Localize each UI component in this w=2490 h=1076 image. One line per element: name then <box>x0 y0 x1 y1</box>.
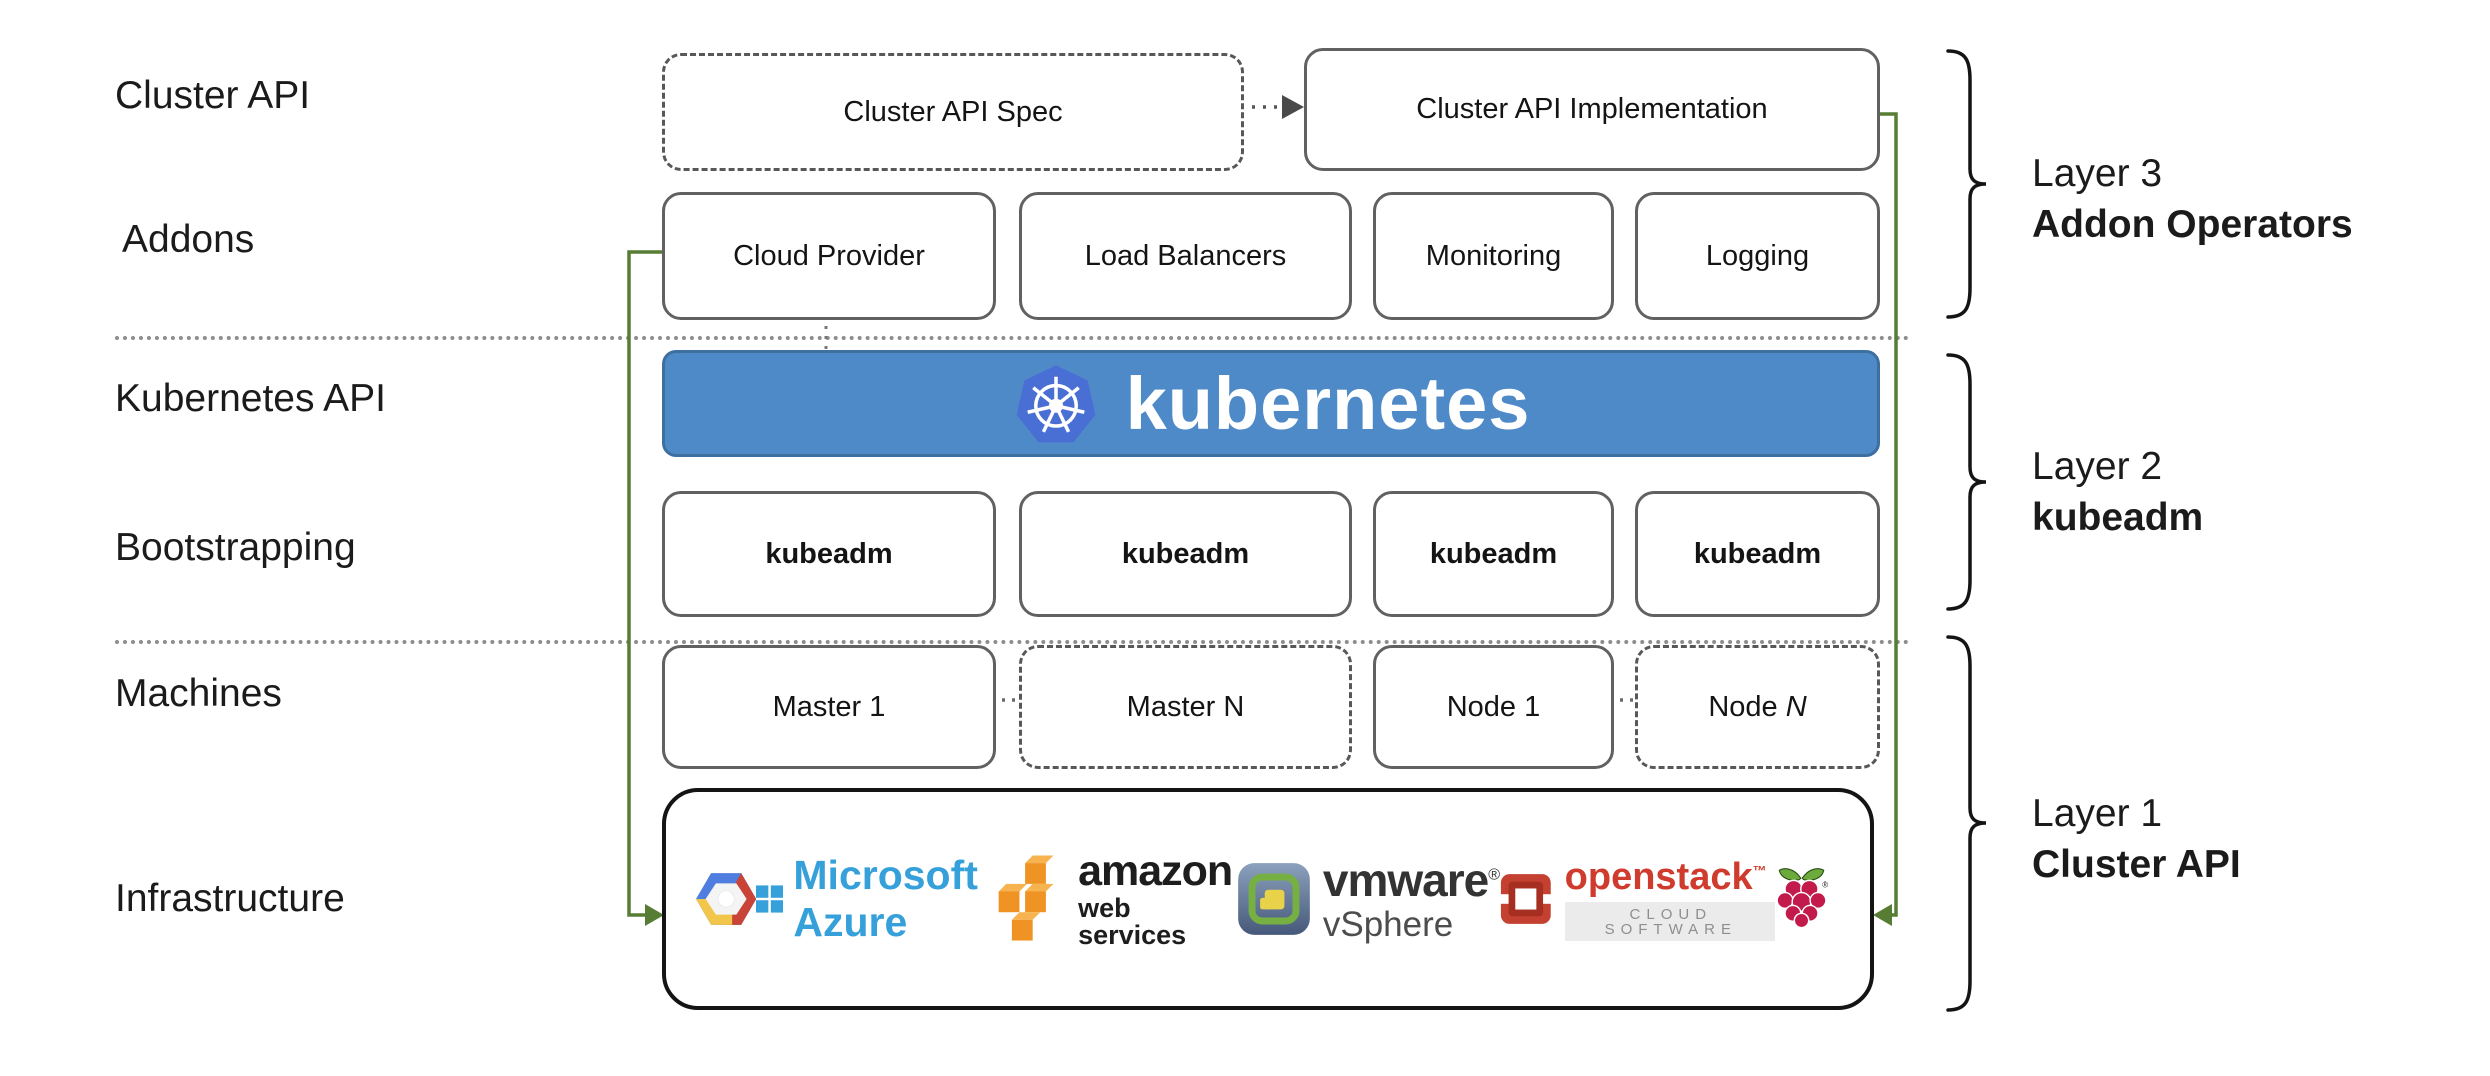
layer2-title: Layer 2 <box>2032 445 2163 488</box>
vmware-vsphere-icon <box>1238 863 1310 935</box>
raspberry-reg-mark: ® <box>1822 881 1828 890</box>
machine-box-master-1: Master 1 <box>662 645 996 769</box>
cluster-api-spec-box: Cluster API Spec <box>662 53 1244 171</box>
separator-bottom <box>115 640 1910 644</box>
kubernetes-banner: kubernetes <box>662 350 1880 457</box>
addon-box-cloud-provider: Cloud Provider <box>662 192 996 320</box>
addon-box-monitoring: Monitoring <box>1373 192 1614 320</box>
machine-box-master-n: Master N <box>1019 645 1352 769</box>
cluster-api-implementation-box: Cluster API Implementation <box>1304 48 1880 171</box>
vmware-logo: vmware® vSphere <box>1237 853 1500 944</box>
openstack-word: openstack <box>1564 855 1753 898</box>
raspberry-pi-icon: ® <box>1776 868 1828 929</box>
openstack-icon <box>1499 874 1553 924</box>
google-cloud-icon <box>696 873 757 925</box>
microsoft-windows-icon <box>756 885 784 913</box>
aws-cubes-icon <box>998 855 1054 941</box>
machine-box-node-1: Node 1 <box>1373 645 1614 769</box>
node-n-prefix: Node <box>1708 690 1786 723</box>
layer3-label: Layer 3 Addon Operators <box>2032 148 2353 251</box>
separator-top <box>115 336 1910 340</box>
microsoft-azure-logo: Microsoft Azure <box>756 852 993 946</box>
aws-logo: amazon web services <box>993 847 1237 951</box>
layer1-brace <box>1946 635 1987 1012</box>
aws-subtitle: web services <box>1078 892 1187 950</box>
kubeadm-box-1: kubeadm <box>662 491 996 617</box>
addon-box-logging: Logging <box>1635 192 1880 320</box>
openstack-tm-mark: ™ <box>1752 861 1767 878</box>
layer2-brace <box>1946 353 1987 611</box>
layer3-title: Layer 3 <box>2032 152 2163 195</box>
layer2-label: Layer 2 kubeadm <box>2032 441 2203 544</box>
openstack-logo: openstack™ CLOUD SOFTWARE <box>1499 858 1775 941</box>
vmware-name: vmware® <box>1322 853 1500 906</box>
infrastructure-box: Microsoft Azure amazon web services <box>662 788 1874 1010</box>
layer1-label: Layer 1 Cluster API <box>2032 788 2241 891</box>
openstack-subtitle: CLOUD SOFTWARE <box>1564 901 1775 941</box>
azure-label: Microsoft Azure <box>793 852 978 945</box>
vmware-subtitle: vSphere <box>1322 904 1454 944</box>
node-n-italic: N <box>1785 690 1807 723</box>
layer3-brace <box>1946 49 1987 319</box>
kubeadm-box-2: kubeadm <box>1019 491 1352 617</box>
kubeadm-box-4: kubeadm <box>1635 491 1880 617</box>
cloud-provider-to-infra-connector <box>627 250 662 917</box>
row-label-kubernetes-api: Kubernetes API <box>115 377 387 420</box>
aws-name: amazon <box>1078 846 1233 895</box>
openstack-name: openstack™ <box>1565 858 1775 896</box>
row-label-cluster-api: Cluster API <box>115 74 311 117</box>
vmware-reg-mark: ® <box>1488 866 1500 884</box>
kubeadm-box-3: kubeadm <box>1373 491 1614 617</box>
vmware-word: vmware <box>1322 853 1489 906</box>
layer1-title: Layer 1 <box>2032 792 2163 835</box>
row-label-addons: Addons <box>122 218 255 261</box>
addon-box-load-balancers: Load Balancers <box>1019 192 1352 320</box>
spec-to-impl-arrow <box>1241 95 1304 119</box>
layer-braces <box>1946 49 1987 1012</box>
infra-right-arrowhead <box>1873 904 1892 926</box>
layer1-subtitle: Cluster API <box>2032 843 2241 887</box>
row-label-machines: Machines <box>115 672 282 715</box>
kubernetes-logo-icon <box>1016 364 1096 442</box>
layer3-subtitle: Addon Operators <box>2032 203 2353 247</box>
kubernetes-wordmark: kubernetes <box>1125 362 1531 445</box>
layer2-subtitle: kubeadm <box>2032 496 2204 540</box>
machine-box-node-n: Node N <box>1635 645 1880 769</box>
row-label-infrastructure: Infrastructure <box>115 877 345 920</box>
row-label-bootstrapping: Bootstrapping <box>115 526 356 569</box>
